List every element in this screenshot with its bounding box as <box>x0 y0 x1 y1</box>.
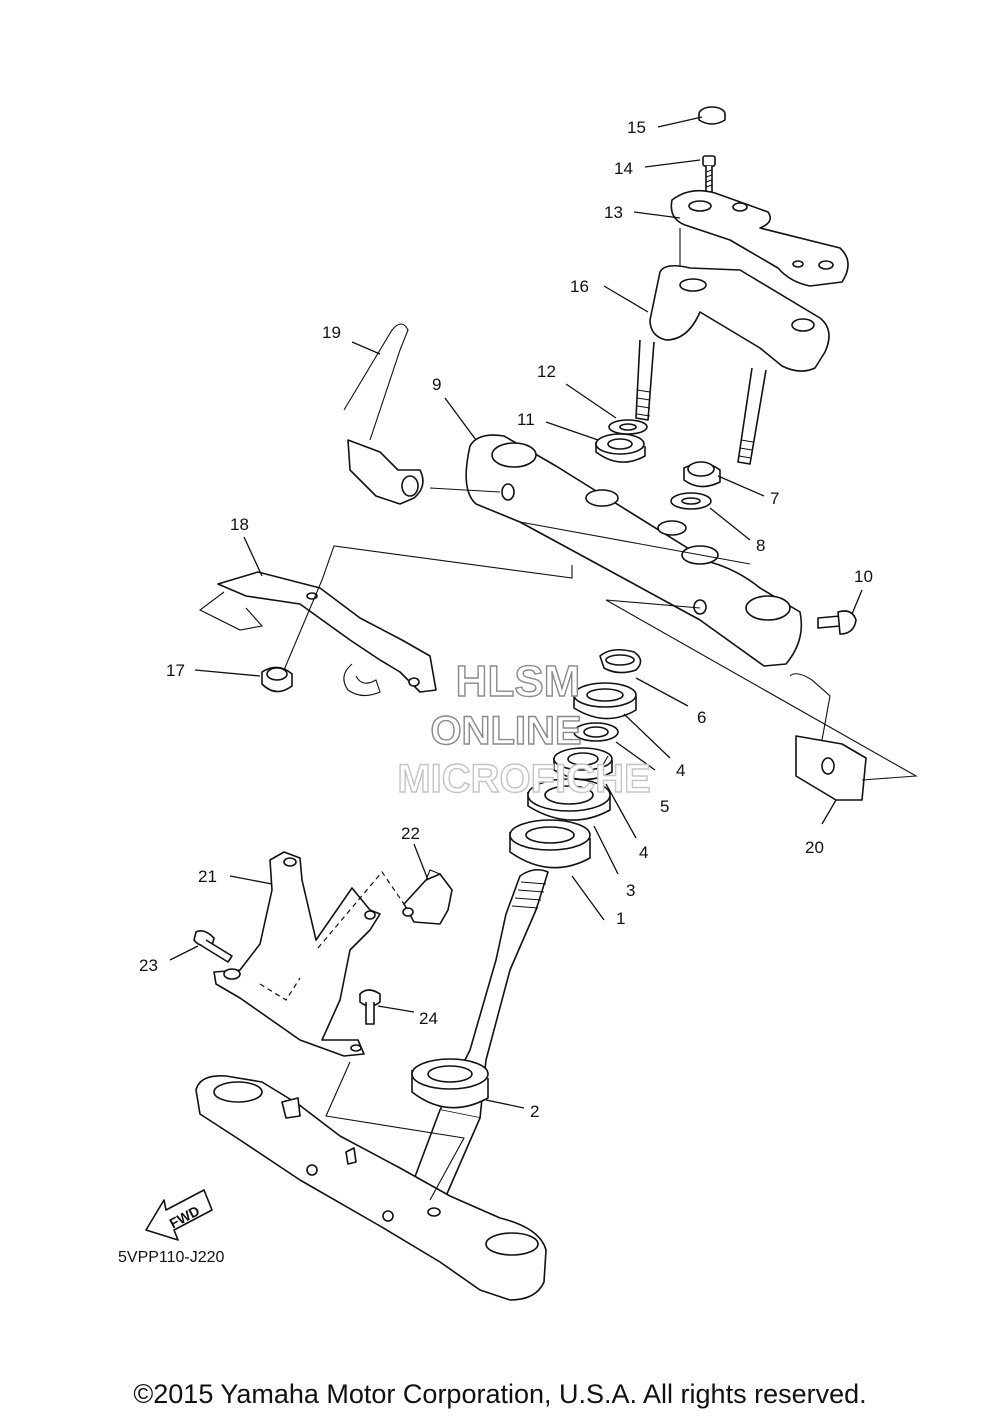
callout-14: 14 <box>614 159 633 178</box>
callout-13: 13 <box>604 203 623 222</box>
callout-16: 16 <box>570 277 589 296</box>
part-23-bolt <box>193 930 233 963</box>
callout-8: 8 <box>756 536 765 555</box>
callout-7: 7 <box>770 489 779 508</box>
part-18-stay <box>198 571 437 697</box>
callout-12: 12 <box>537 362 556 381</box>
part-15-cap <box>698 106 726 125</box>
diagram-code: 5VPP110-J220 <box>118 1249 225 1266</box>
part-3-bearing-cover <box>527 778 611 821</box>
part-4-ring-nut-upper <box>573 682 637 720</box>
lower-bracket <box>195 1074 547 1301</box>
part-5-lock-washer <box>573 722 619 742</box>
callout-11: 11 <box>517 410 535 429</box>
watermark-line-1: HLSM <box>456 657 581 706</box>
part-9-upper-bracket <box>465 434 803 667</box>
part-22-small-bracket <box>402 869 453 925</box>
watermark: HLSM ONLINE MICROFICHE <box>397 656 652 801</box>
callout-19: 19 <box>322 323 341 342</box>
callout-3: 3 <box>626 881 635 900</box>
watermark-line-3: MICROFICHE <box>397 757 650 801</box>
callout-22: 22 <box>401 824 420 843</box>
part-21-headlight-bracket <box>213 851 381 1057</box>
callout-5: 5 <box>660 797 669 816</box>
part-10-bolt <box>817 610 857 635</box>
callout-1: 1 <box>616 909 625 928</box>
part-8-washer <box>670 492 712 510</box>
part-13-upper-handlebar-clamp <box>670 189 849 287</box>
callout-6: 6 <box>697 708 706 727</box>
watermark-line-2: ONLINE <box>430 709 581 753</box>
callout-15: 15 <box>627 118 646 137</box>
leader-lines <box>169 116 863 1109</box>
connector-lines <box>259 487 918 1201</box>
callout-23: 23 <box>139 956 158 975</box>
part-1-bearing-upper <box>509 819 591 869</box>
copyright-notice: ©2015 Yamaha Motor Corporation, U.S.A. A… <box>133 1379 867 1409</box>
callout-2: 2 <box>530 1102 539 1121</box>
part-16-handlebar-holder <box>635 264 830 465</box>
part-19-wire-clip <box>343 323 424 505</box>
part-20-bracket <box>789 673 867 801</box>
callout-numbers: 1 2 3 4 4 5 6 7 8 9 10 11 12 13 14 15 16… <box>139 118 873 1121</box>
callout-4a: 4 <box>676 761 685 780</box>
callout-17: 17 <box>166 661 185 680</box>
part-7-nut <box>683 461 721 488</box>
part-2-bearing-lower <box>411 1058 489 1109</box>
callout-18: 18 <box>230 515 249 534</box>
callout-24: 24 <box>419 1009 438 1028</box>
callout-4b: 4 <box>639 843 648 862</box>
part-12-washer <box>608 419 648 435</box>
part-17-nut <box>261 666 293 693</box>
callout-20: 20 <box>805 838 824 857</box>
part-4-ring-nut-lower <box>553 747 613 781</box>
part-11-collar <box>595 433 646 463</box>
callout-21: 21 <box>198 867 217 886</box>
callout-10: 10 <box>854 567 873 586</box>
part-24-bolt <box>359 989 381 1025</box>
part-6-lock-washer <box>599 648 642 674</box>
callout-9: 9 <box>432 375 441 394</box>
fwd-arrow-icon: FWD <box>145 1189 213 1241</box>
part-14-bolt <box>702 155 716 193</box>
